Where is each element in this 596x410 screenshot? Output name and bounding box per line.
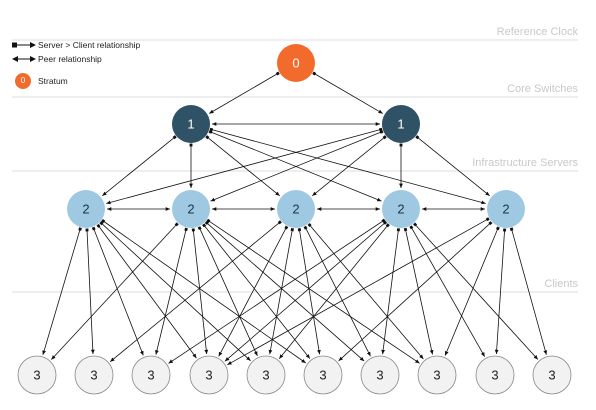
tier-label-reference-clock: Reference Clock xyxy=(496,26,578,38)
node-clients-k1: 3 xyxy=(17,355,57,395)
node-label-c1: 1 xyxy=(187,117,194,132)
node-circle-i3 xyxy=(277,190,315,228)
edges xyxy=(42,71,548,366)
node-label-k6: 3 xyxy=(319,368,326,383)
server-client-edge-ref-c1 xyxy=(208,71,280,114)
server-client-edge-i5-k8 xyxy=(444,226,500,356)
node-label-i5: 2 xyxy=(502,202,509,217)
node-label-i4: 2 xyxy=(397,202,404,217)
peer-arrow-icon xyxy=(12,56,36,62)
tier-label-clients: Clients xyxy=(544,278,578,290)
node-label-k4: 3 xyxy=(205,368,212,383)
node-label-ref: 0 xyxy=(292,56,299,71)
node-label-k7: 3 xyxy=(376,368,383,383)
node-label-i3: 2 xyxy=(292,202,299,217)
server-client-arrow-icon xyxy=(12,42,36,48)
server-client-edge-c2-i1 xyxy=(106,127,383,205)
node-circle-i5 xyxy=(487,190,525,228)
node-core-c1: 1 xyxy=(172,105,210,143)
node-infrastructure-i1: 2 xyxy=(67,190,105,228)
node-clients-k7: 3 xyxy=(360,355,400,395)
node-label-i2: 2 xyxy=(187,202,194,217)
stratum-swatch-icon: 0 xyxy=(15,73,31,89)
legend-stratum: 0 Stratum xyxy=(12,72,140,90)
node-circle-c2 xyxy=(382,105,420,143)
legend: Server > Client relationship Peer relati… xyxy=(12,38,140,90)
node-circle-k8 xyxy=(417,355,457,395)
node-infrastructure-i3: 2 xyxy=(277,190,315,228)
tier-label-infrastructure-servers: Infrastructure Servers xyxy=(472,157,578,169)
legend-peer-label: Peer relationship xyxy=(38,54,102,64)
node-circle-k10 xyxy=(532,355,572,395)
node-circle-i2 xyxy=(172,190,210,228)
node-circle-i1 xyxy=(67,190,105,228)
node-clients-k6: 3 xyxy=(303,355,343,395)
server-client-edge-c2-i5 xyxy=(415,135,490,197)
node-label-c2: 1 xyxy=(397,117,404,132)
node-circle-k6 xyxy=(303,355,343,395)
server-client-edge-i5-k9 xyxy=(494,228,507,355)
node-clients-k4: 3 xyxy=(189,355,229,395)
legend-stratum-label: Stratum xyxy=(38,76,68,86)
node-label-k3: 3 xyxy=(147,368,154,383)
nodes: 0 1 1 2 2 2 2 2 3 3 3 3 3 3 3 3 3 3 xyxy=(17,44,572,395)
node-label-k10: 3 xyxy=(548,368,555,383)
server-client-edge-c1-i1 xyxy=(102,135,177,197)
node-circle-k7 xyxy=(360,355,400,395)
node-label-k8: 3 xyxy=(433,368,440,383)
node-circle-c1 xyxy=(172,105,210,143)
node-circle-k3 xyxy=(131,355,171,395)
node-label-k2: 3 xyxy=(90,368,97,383)
node-clients-k3: 3 xyxy=(131,355,171,395)
node-label-k9: 3 xyxy=(491,368,498,383)
node-clients-k8: 3 xyxy=(417,355,457,395)
node-circle-k5 xyxy=(246,355,286,395)
node-circle-k4 xyxy=(189,355,229,395)
node-label-k1: 3 xyxy=(33,368,40,383)
server-client-edge-c2-i3 xyxy=(312,135,387,197)
server-client-edge-ref-c2 xyxy=(312,71,384,114)
node-clients-k9: 3 xyxy=(475,355,515,395)
legend-server-client-label: Server > Client relationship xyxy=(38,40,141,50)
node-circle-k9 xyxy=(475,355,515,395)
node-circle-i4 xyxy=(382,190,420,228)
node-core-c2: 1 xyxy=(382,105,420,143)
legend-server-client: Server > Client relationship xyxy=(12,38,140,52)
node-infrastructure-i5: 2 xyxy=(487,190,525,228)
node-clients-k5: 3 xyxy=(246,355,286,395)
node-label-i1: 2 xyxy=(82,202,89,217)
server-client-edge-i5-k10 xyxy=(509,227,548,355)
node-infrastructure-i2: 2 xyxy=(172,190,210,228)
node-clients-k10: 3 xyxy=(532,355,572,395)
tier-label-core-switches: Core Switches xyxy=(507,83,578,95)
node-clients-k2: 3 xyxy=(74,355,114,395)
node-circle-k1 xyxy=(17,355,57,395)
node-circle-ref xyxy=(277,44,315,82)
node-label-k5: 3 xyxy=(262,368,269,383)
node-circle-k2 xyxy=(74,355,114,395)
node-infrastructure-i4: 2 xyxy=(382,190,420,228)
legend-peer: Peer relationship xyxy=(12,52,140,66)
node-reference-ref: 0 xyxy=(277,44,315,82)
